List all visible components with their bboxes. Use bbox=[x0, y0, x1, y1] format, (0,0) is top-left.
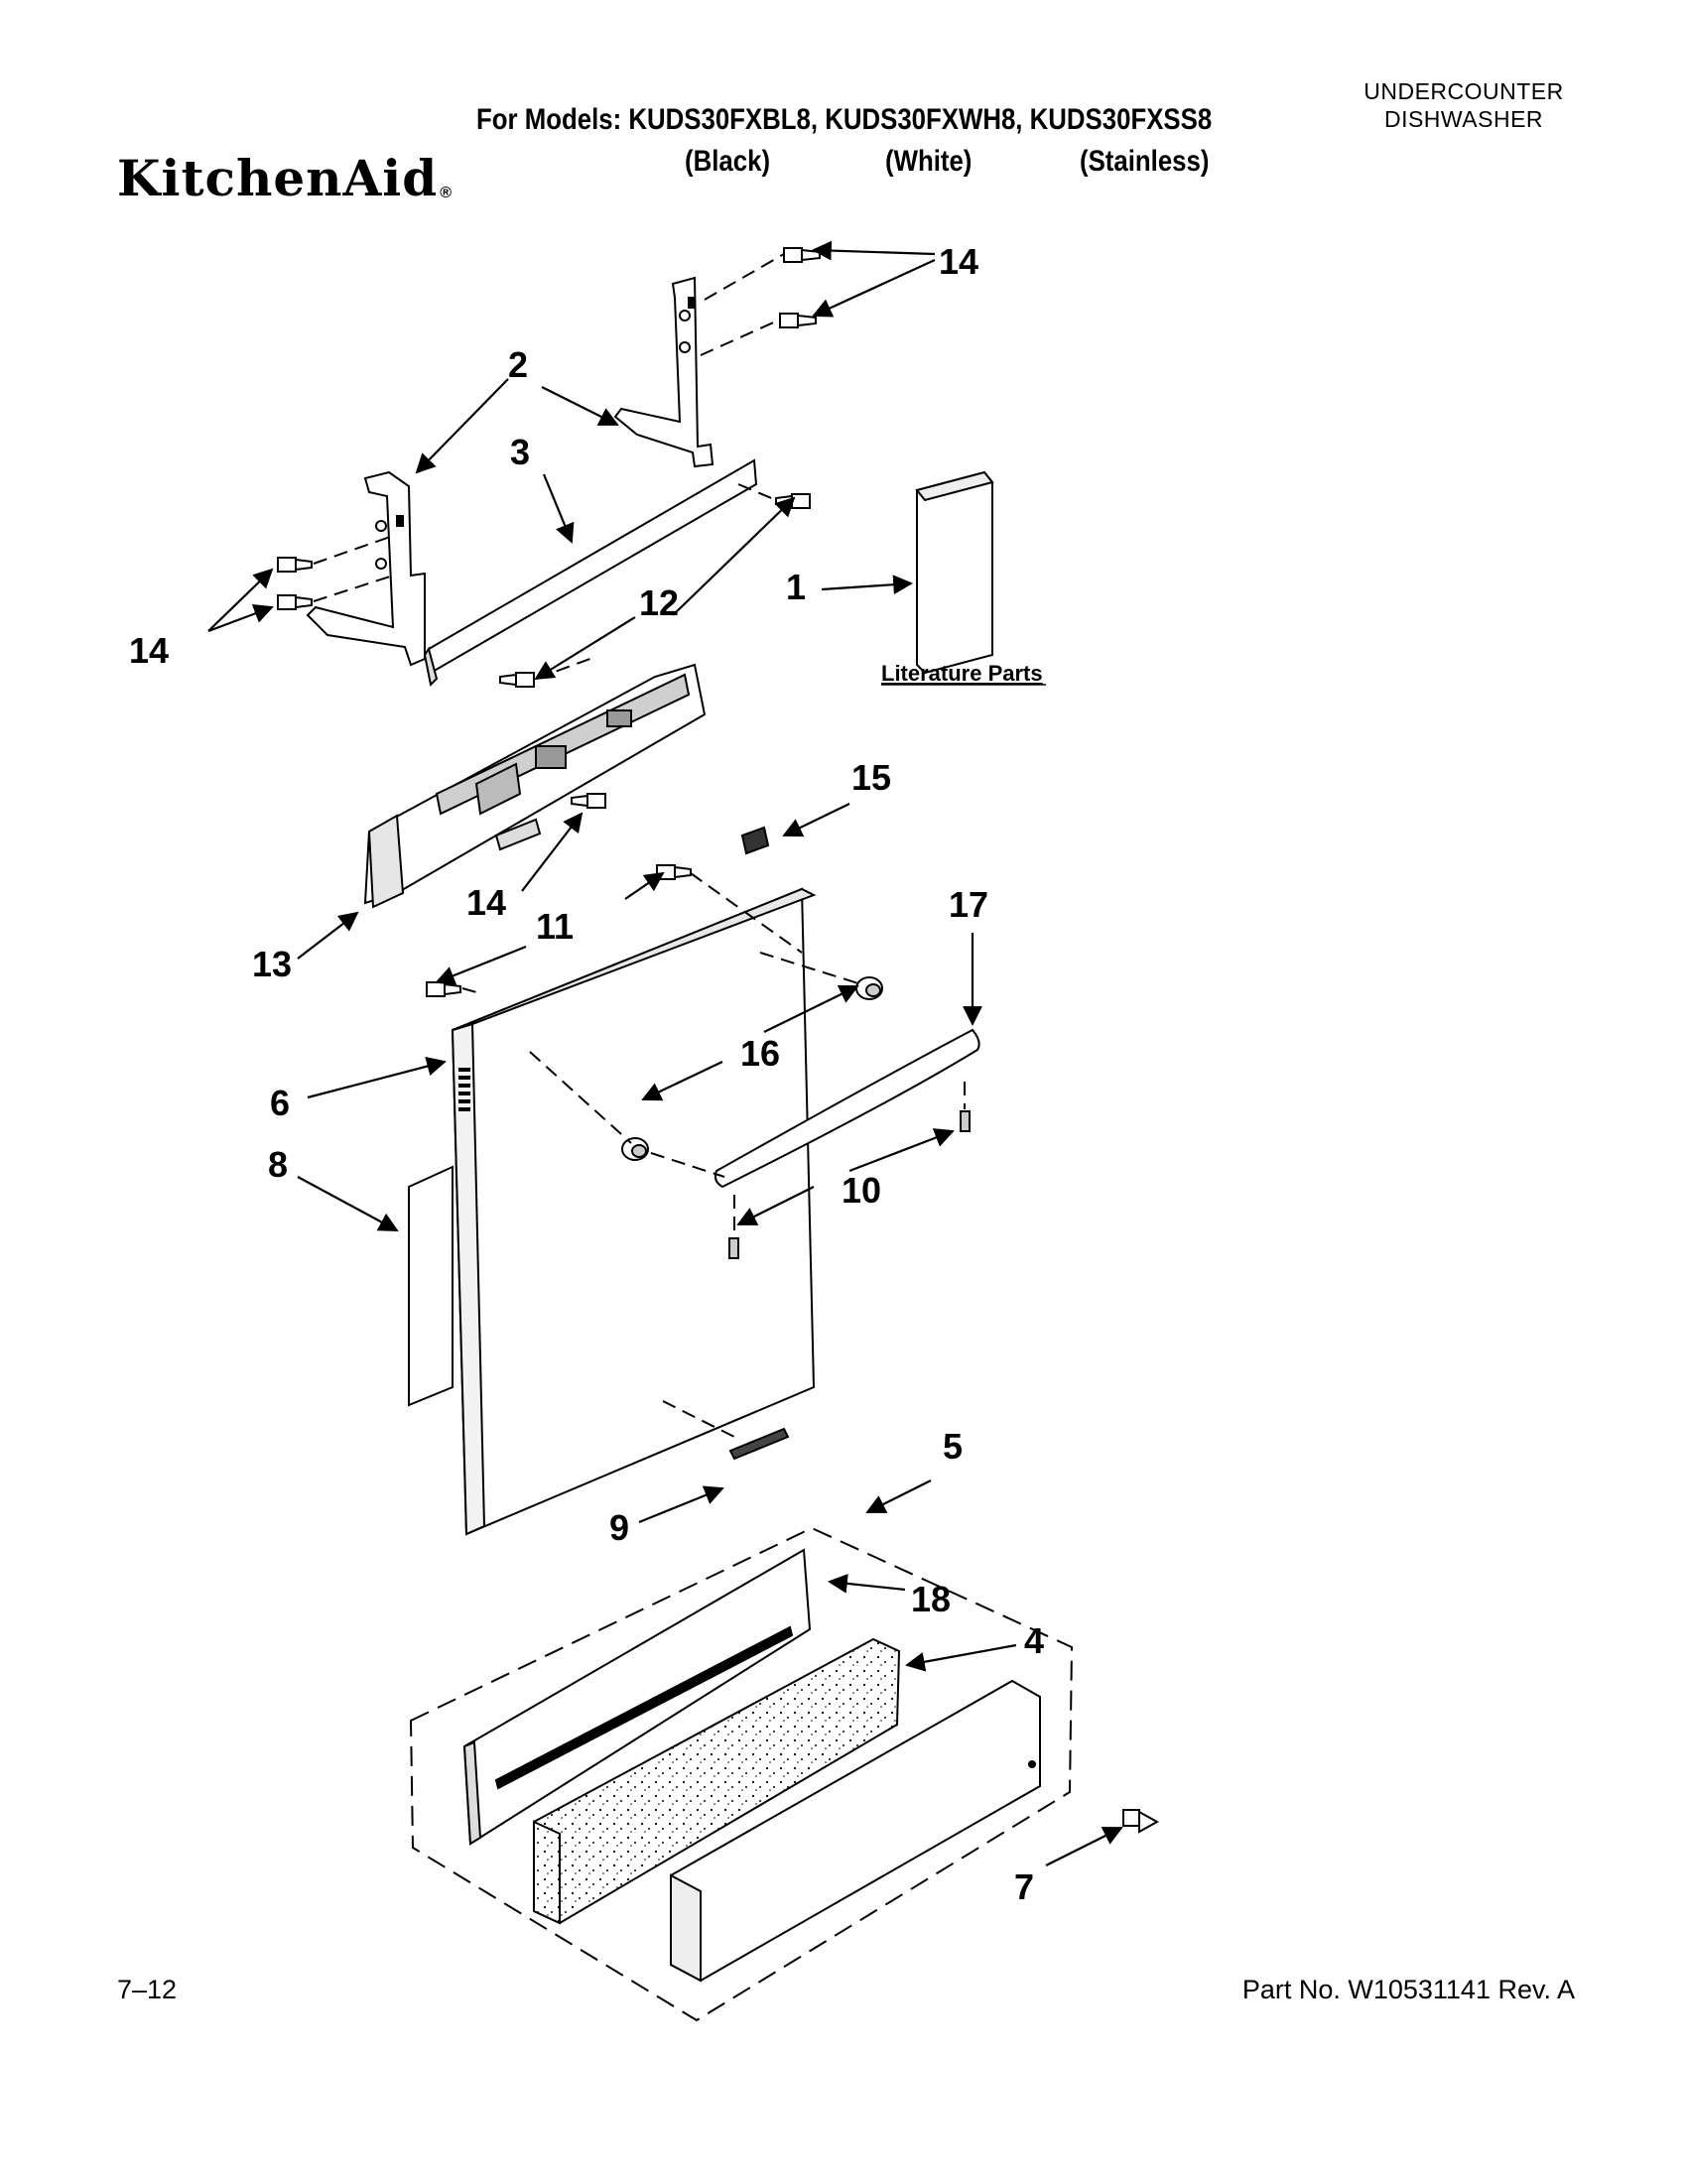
literature-parts-label: Literature Parts bbox=[881, 661, 1043, 686]
callout-17: 17 bbox=[949, 884, 988, 925]
callout-14-top: 14 bbox=[939, 241, 978, 282]
left-door-bracket bbox=[306, 470, 426, 667]
nameplate-badge bbox=[728, 1427, 790, 1461]
registered-mark: ® bbox=[440, 185, 454, 201]
door-handle bbox=[714, 1028, 980, 1189]
screw bbox=[426, 981, 461, 997]
handle-spacer bbox=[855, 976, 883, 1000]
callout-13: 13 bbox=[252, 944, 292, 984]
callout-6: 6 bbox=[270, 1083, 290, 1123]
callout-15: 15 bbox=[851, 757, 891, 798]
callout-7: 7 bbox=[1014, 1866, 1034, 1907]
insulation-foam bbox=[533, 1637, 901, 1925]
handle-spacer bbox=[621, 1137, 649, 1161]
callout-2: 2 bbox=[508, 344, 528, 385]
callout-10: 10 bbox=[842, 1170, 881, 1211]
variant-white: (White) bbox=[885, 145, 973, 178]
variant-stainless: (Stainless) bbox=[1080, 145, 1210, 178]
door-insulation-panel bbox=[408, 1165, 454, 1407]
kickplate bbox=[670, 1679, 1041, 1983]
literature-parts bbox=[915, 470, 994, 675]
callout-14-left: 14 bbox=[129, 630, 169, 671]
callout-1: 1 bbox=[786, 567, 806, 607]
handle-stud bbox=[728, 1237, 739, 1259]
callout-11: 11 bbox=[536, 906, 574, 947]
product-category: UNDERCOUNTER DISHWASHER bbox=[1363, 78, 1564, 132]
outer-door-panel bbox=[451, 887, 817, 1536]
handle-stud bbox=[960, 1110, 971, 1132]
door-channel-bar bbox=[423, 458, 758, 688]
brand-logo: KitchenAid® bbox=[117, 149, 453, 207]
toe-panel-kit-outline bbox=[409, 1526, 1074, 2022]
toe-panel bbox=[462, 1548, 812, 1846]
models-line: For Models: KUDS30FXBL8, KUDS30FXWH8, KU… bbox=[476, 103, 1213, 136]
screw bbox=[277, 557, 313, 573]
part-number: Part No. W10531141 Rev. A bbox=[1241, 1975, 1575, 2004]
callout-12: 12 bbox=[639, 582, 679, 623]
callout-4: 4 bbox=[1024, 1620, 1044, 1661]
screw bbox=[775, 493, 811, 509]
console-assembly bbox=[363, 663, 707, 909]
screw bbox=[277, 594, 313, 610]
screw bbox=[499, 672, 535, 688]
callout-8: 8 bbox=[268, 1144, 288, 1185]
brand-name: KitchenAid bbox=[117, 149, 439, 207]
callout-9: 9 bbox=[609, 1507, 629, 1548]
door-clip bbox=[740, 826, 770, 855]
callout-14-mid: 14 bbox=[466, 882, 506, 923]
callout-16: 16 bbox=[740, 1033, 780, 1074]
page-number: 7–12 bbox=[117, 1975, 178, 2004]
callout-3: 3 bbox=[510, 432, 530, 472]
variant-black: (Black) bbox=[685, 145, 771, 178]
screw bbox=[779, 313, 817, 328]
screw bbox=[656, 864, 692, 880]
screw bbox=[571, 793, 606, 809]
callout-18: 18 bbox=[911, 1579, 951, 1619]
callout-5: 5 bbox=[943, 1426, 963, 1467]
right-door-bracket bbox=[613, 276, 714, 468]
screw bbox=[1122, 1809, 1160, 1834]
